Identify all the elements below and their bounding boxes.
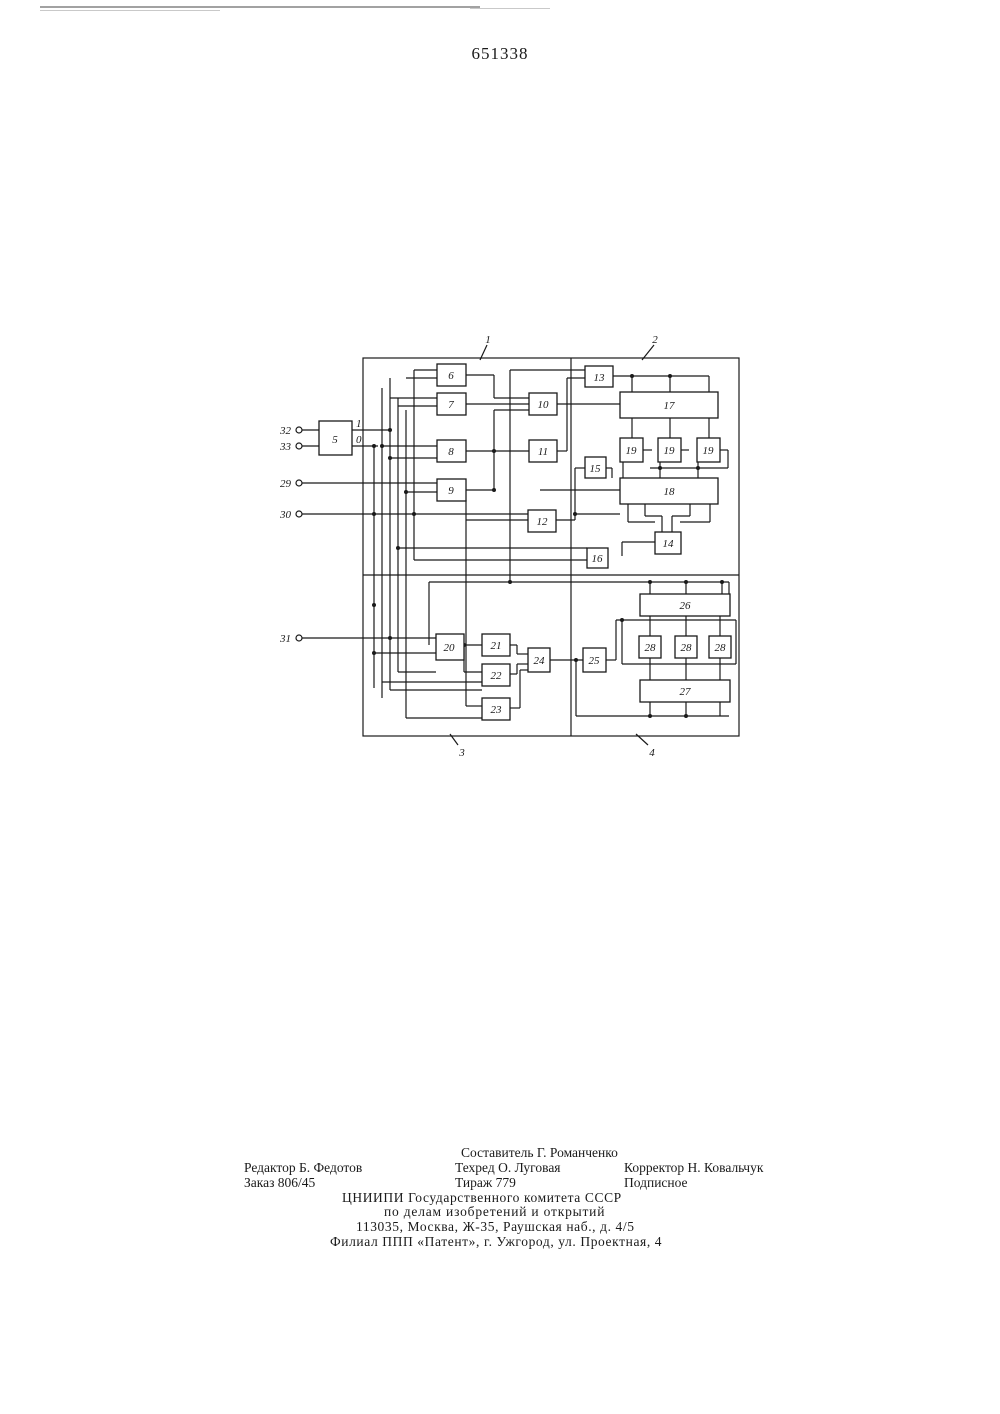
- block-25-label: 25: [589, 655, 601, 667]
- block-8-label: 8: [448, 446, 454, 458]
- imprint-subscription: Подписное: [624, 1176, 688, 1190]
- zone-3-label: 3: [458, 747, 465, 759]
- block-19-b-label: 19: [664, 445, 676, 457]
- block-13-label: 13: [594, 372, 606, 384]
- block-14-label: 14: [663, 538, 675, 550]
- block-7-label: 7: [448, 399, 454, 411]
- zone-4-label: 4: [649, 747, 655, 759]
- port-0-label: 0: [356, 434, 362, 446]
- block-15-label: 15: [590, 463, 602, 475]
- block-26-label: 26: [680, 600, 692, 612]
- imprint-order: Заказ 806/45: [244, 1176, 315, 1190]
- block-11-label: 11: [538, 446, 548, 458]
- zone-2-label: 2: [652, 334, 658, 346]
- imprint-editor: Редактор Б. Федотов: [244, 1161, 362, 1175]
- block-19-a-label: 19: [626, 445, 638, 457]
- block-19-c-label: 19: [703, 445, 715, 457]
- terminal-32-label: 32: [279, 425, 292, 437]
- block-27-label: 27: [680, 686, 692, 698]
- imprint-techred: Техред О. Луговая: [455, 1161, 561, 1175]
- terminal-31-label: 31: [279, 633, 291, 645]
- block-28-b-label: 28: [681, 642, 693, 654]
- block-24-label: 24: [534, 655, 546, 667]
- imprint-institute: ЦНИИПИ Государственного комитета СССР: [342, 1191, 622, 1205]
- imprint-institute-sub: по делам изобретений и открытий: [384, 1205, 605, 1219]
- terminal-30-label: 30: [279, 509, 292, 521]
- zone-1-label: 1: [485, 334, 491, 346]
- block-22-label: 22: [491, 670, 503, 682]
- block-6-label: 6: [448, 370, 454, 382]
- block-12-label: 12: [537, 516, 549, 528]
- block-10-label: 10: [538, 399, 550, 411]
- block-28-a-label: 28: [645, 642, 657, 654]
- block-20-label: 20: [444, 642, 456, 654]
- block-18-label: 18: [664, 486, 676, 498]
- imprint-corrector: Корректор Н. Ковальчук: [624, 1161, 763, 1175]
- terminal-29-label: 29: [280, 478, 292, 490]
- block-21-label: 21: [491, 640, 502, 652]
- imprint-circulation: Тираж 779: [455, 1176, 516, 1190]
- block-16-label: 16: [592, 553, 604, 565]
- block-5-label: 5: [332, 434, 338, 446]
- block-17-label: 17: [664, 400, 676, 412]
- block-28-c-label: 28: [715, 642, 727, 654]
- terminal-33-label: 33: [279, 441, 292, 453]
- port-1-label: 1: [356, 418, 362, 430]
- imprint-address: 113035, Москва, Ж-35, Раушская наб., д. …: [356, 1220, 635, 1234]
- imprint-compiler: Составитель Г. Романченко: [461, 1146, 618, 1160]
- block-23-label: 23: [491, 704, 503, 716]
- block-9-label: 9: [448, 485, 454, 497]
- imprint-branch: Филиал ППП «Патент», г. Ужгород, ул. Про…: [330, 1235, 662, 1249]
